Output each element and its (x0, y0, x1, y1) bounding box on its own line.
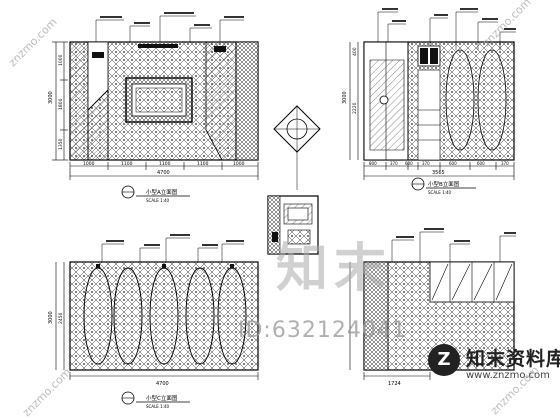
brand-block[interactable]: Z 知末资料库 www.znzmo.com (428, 342, 560, 386)
view-c-height-dim: 3000 (48, 311, 54, 324)
watermark-id: ID:632124041 (238, 318, 407, 343)
view-b-title: 小型B立面图 (428, 180, 460, 188)
view-b-side-dim-1: 400 (352, 47, 358, 56)
view-b-dim-7: 370 (501, 161, 509, 166)
view-b-height-dim: 3000 (342, 91, 348, 104)
view-a-side-dim-2: 1800 (58, 98, 64, 110)
view-c-scale: SCALE 1:40 (146, 404, 170, 409)
view-a-dim-5: 1000 (233, 161, 245, 167)
view-a-dim-2: 1100 (121, 161, 133, 167)
view-c-side-dim-1: 2450 (58, 312, 64, 324)
view-a-width-dim: 4700 (157, 170, 170, 176)
view-d-width-dim: 1724 (388, 381, 401, 387)
view-a-title: 小型A立面图 (146, 188, 178, 196)
view-b-side-dim-2: 2220 (352, 102, 358, 114)
view-c-width-dim: 4700 (156, 381, 169, 387)
view-b-width-dim: 3565 (432, 170, 445, 176)
elevation-b (349, 8, 516, 191)
view-a-side-dim-1: 1000 (58, 54, 64, 66)
brand-name: 知末资料库 (466, 348, 560, 370)
view-c-title: 小型C立面图 (146, 394, 178, 402)
elevation-d (349, 228, 516, 380)
elevation-c (55, 234, 259, 405)
view-a-side-dim-3: 1350 (58, 138, 64, 150)
view-a-scale: SCALE 1:40 (146, 198, 170, 203)
view-b-dim-5: 600 (449, 161, 457, 166)
view-a-dim-1: 1000 (83, 161, 95, 167)
mini-plan (267, 195, 319, 255)
view-b-dim-6: 600 (477, 161, 485, 166)
view-b-dim-3: 600 (405, 161, 413, 166)
brand-logo-icon: Z (428, 344, 460, 376)
view-a-dim-3: 1100 (159, 161, 171, 167)
watermark-text: 知末 (276, 239, 393, 299)
view-a-dim-4: 1100 (197, 161, 209, 167)
view-b-dim-2: 370 (390, 161, 398, 166)
view-b-dim-4: 370 (422, 161, 430, 166)
index-symbol (273, 105, 321, 190)
brand-url[interactable]: www.znzmo.com (466, 370, 550, 381)
view-b-scale: SCALE 1:40 (428, 190, 452, 195)
view-a-height-dim: 3000 (48, 91, 54, 104)
elevation-a (52, 12, 259, 199)
view-b-dim-1: 800 (369, 161, 377, 166)
